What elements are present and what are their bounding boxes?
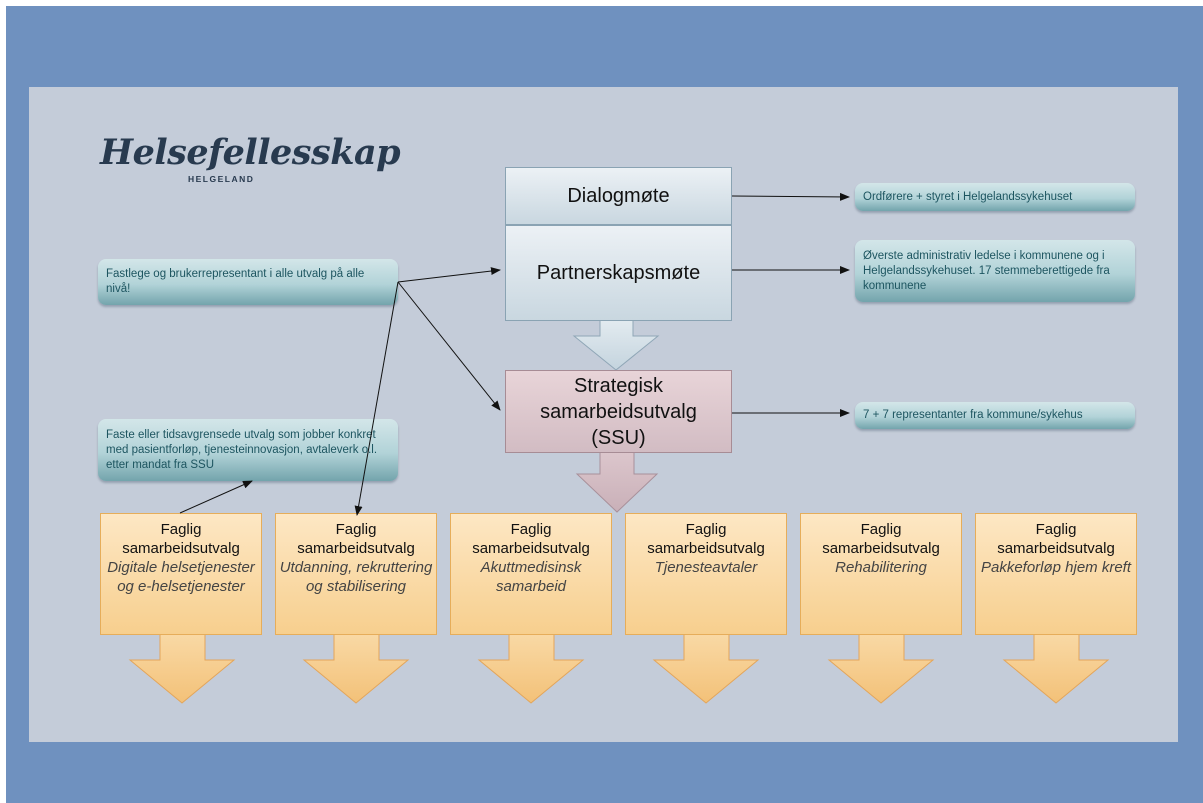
dialogmote-box: Dialogmøte xyxy=(505,167,732,225)
note-fastlege: Fastlege og brukerrepresentant i alle ut… xyxy=(98,259,398,305)
committee-2-line2: samarbeidsutvalg xyxy=(297,540,415,557)
committee-6-topic: Pakkeforløp hjem kreft xyxy=(980,559,1132,576)
logo-wordmark: Helsefellesskap xyxy=(100,132,401,173)
committee-3-topic: Akuttmedisinsk samarbeid xyxy=(480,559,582,595)
committee-5-topic: Rehabilitering xyxy=(835,559,927,576)
committee-arrow-6 xyxy=(1002,633,1110,704)
note-partnerskapsmote-text: Øverste administrativ ledelse i kommunen… xyxy=(863,249,1110,292)
ssu-label-line-3: (SSU) xyxy=(591,426,646,449)
note-ssu-text: 7 + 7 representanter fra kommune/sykehus xyxy=(863,409,1083,421)
committee-1-line1: Faglig xyxy=(160,521,202,538)
committee-5-line1: Faglig xyxy=(860,521,902,538)
note-dialogmote: Ordførere + styret i Helgelandssykehuset xyxy=(855,183,1135,211)
committee-3-line2: samarbeidsutvalg xyxy=(472,540,590,557)
committee-arrow-3 xyxy=(477,633,585,704)
note-ssu: 7 + 7 representanter fra kommune/sykehus xyxy=(855,402,1135,429)
down-arrow-partner-to-ssu xyxy=(572,319,660,371)
ssu-box: Strategisk samarbeidsutvalg (SSU) xyxy=(505,370,732,453)
committee-1-topic: Digitale helsetjenester og e-helsetjenes… xyxy=(107,559,255,595)
committee-4-line1: Faglig xyxy=(685,521,727,538)
ssu-label-line-1: Strategisk xyxy=(574,374,663,397)
note-faste-utvalg-text: Faste eller tidsavgrensede utvalg som jo… xyxy=(106,428,378,471)
committee-arrow-2 xyxy=(302,633,410,704)
committee-4-line2: samarbeidsutvalg xyxy=(647,540,765,557)
committee-box-4: Faglig samarbeidsutvalg Tjenesteavtaler xyxy=(625,513,787,635)
partnerskapsmote-label: Partnerskapsmøte xyxy=(536,261,701,284)
partnerskapsmote-box: Partnerskapsmøte xyxy=(505,225,732,321)
committee-arrow-1 xyxy=(128,633,236,704)
committee-6-line1: Faglig xyxy=(1035,521,1077,538)
committee-4-topic: Tjenesteavtaler xyxy=(654,559,758,576)
committee-box-2: Faglig samarbeidsutvalg Utdanning, rekru… xyxy=(275,513,437,635)
note-fastlege-text: Fastlege og brukerrepresentant i alle ut… xyxy=(106,268,365,295)
committee-box-5: Faglig samarbeidsutvalg Rehabilitering xyxy=(800,513,962,635)
committee-2-line1: Faglig xyxy=(335,521,377,538)
committee-3-line1: Faglig xyxy=(510,521,552,538)
committee-5-line2: samarbeidsutvalg xyxy=(822,540,940,557)
committee-arrow-5 xyxy=(827,633,935,704)
committee-arrow-4 xyxy=(652,633,760,704)
committee-box-1: Faglig samarbeidsutvalg Digitale helsetj… xyxy=(100,513,262,635)
committee-2-topic: Utdanning, rekruttering og stabilisering xyxy=(279,559,433,595)
committee-6-line2: samarbeidsutvalg xyxy=(997,540,1115,557)
note-dialogmote-text: Ordførere + styret i Helgelandssykehuset xyxy=(863,190,1073,203)
committee-1-line2: samarbeidsutvalg xyxy=(122,540,240,557)
ssu-label-line-2: samarbeidsutvalg xyxy=(540,400,697,423)
note-faste-utvalg: Faste eller tidsavgrensede utvalg som jo… xyxy=(98,419,398,481)
dialogmote-label: Dialogmøte xyxy=(567,184,670,207)
note-partnerskapsmote: Øverste administrativ ledelse i kommunen… xyxy=(855,240,1135,302)
committee-arrows xyxy=(128,633,1110,704)
committee-box-6: Faglig samarbeidsutvalg Pakkeforløp hjem… xyxy=(975,513,1137,635)
logo-subtitle: HELGELAND xyxy=(188,174,255,184)
down-arrow-ssu-to-committees xyxy=(575,451,659,513)
committee-box-3: Faglig samarbeidsutvalg Akuttmedisinsk s… xyxy=(450,513,612,635)
